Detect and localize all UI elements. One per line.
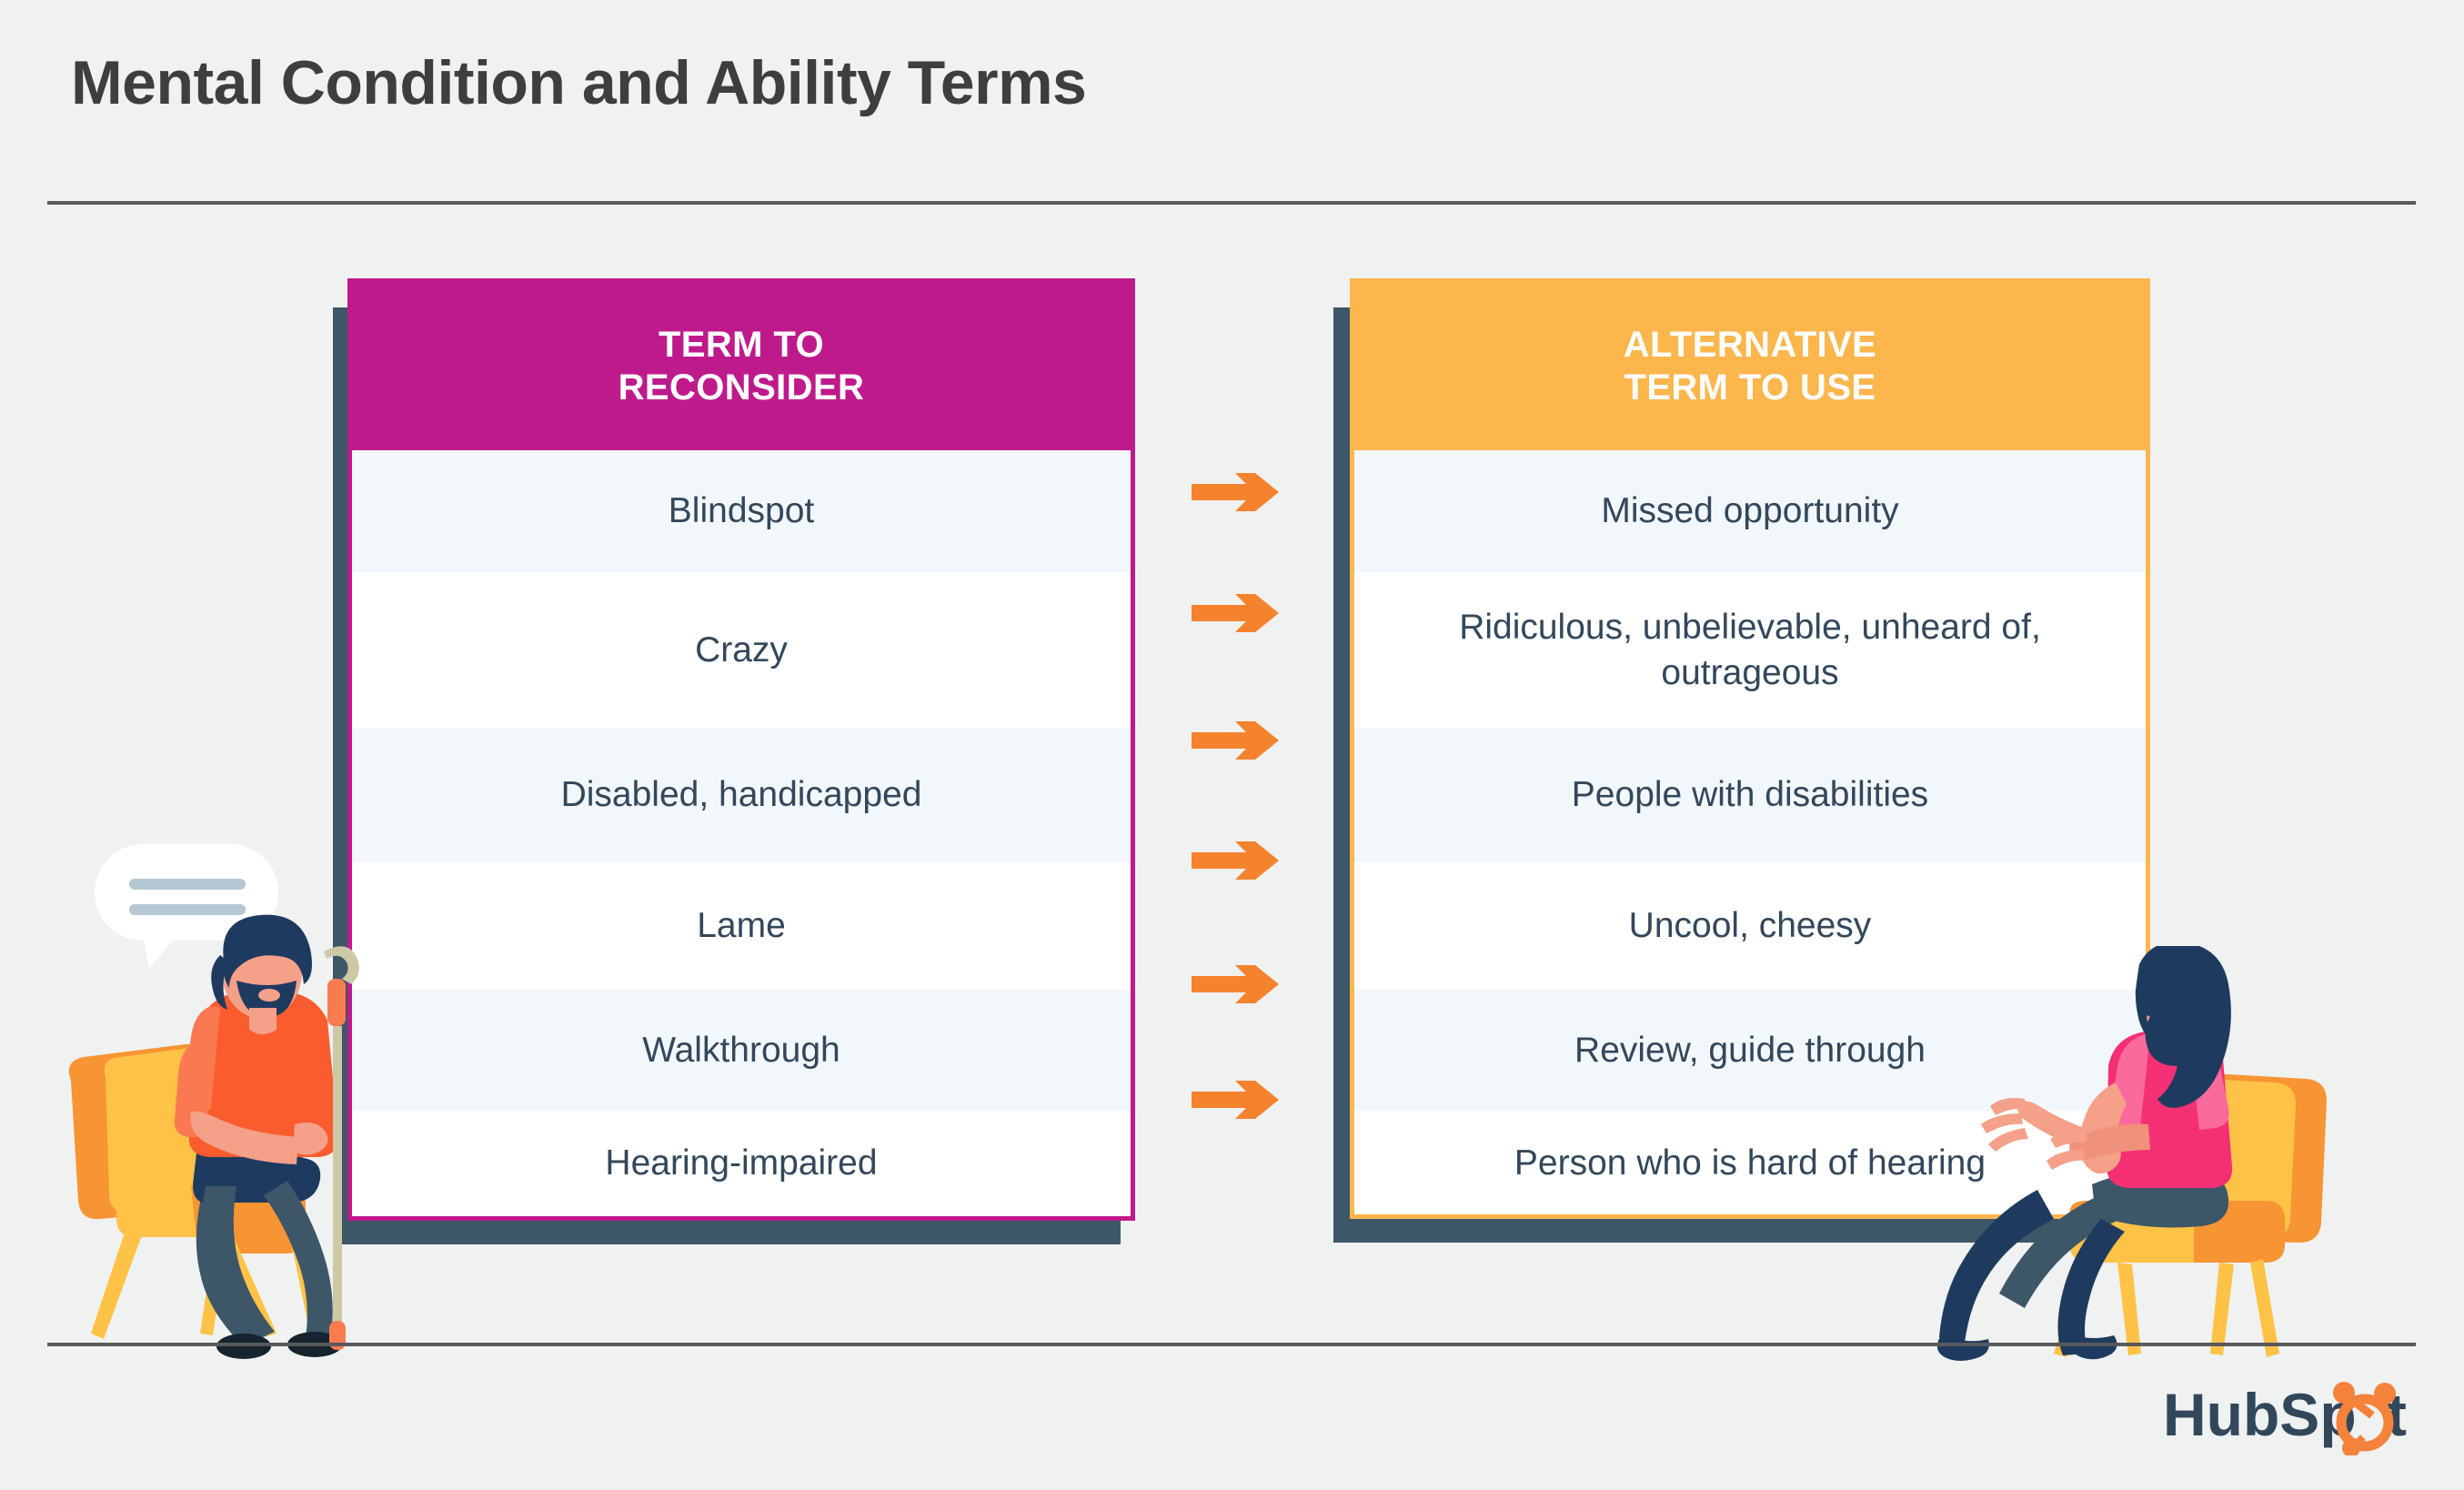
- table-row: Hearing-impaired: [352, 1111, 1131, 1216]
- left-column-rows: Blindspot Crazy Disabled, handicapped La…: [352, 450, 1131, 1216]
- arrow-right-icon: [1192, 840, 1292, 881]
- right-header-line1: ALTERNATIVE: [1623, 324, 1877, 365]
- arrow-right-icon: [1192, 720, 1292, 761]
- right-header-line2: TERM TO USE: [1624, 367, 1876, 408]
- table-row: People with disabilities: [1354, 728, 2146, 862]
- illustration-seated-woman-signing: [1936, 941, 2365, 1364]
- left-header-line1: TERM TO: [658, 324, 825, 365]
- table-row: Ridiculous, unbelievable, unheard of, ou…: [1354, 572, 2146, 728]
- left-column-header: TERM TO RECONSIDER: [352, 283, 1131, 450]
- table-row: Disabled, handicapped: [352, 728, 1131, 862]
- table-row: Missed opportunity: [1354, 450, 2146, 572]
- arrow-right-icon: [1192, 471, 1292, 513]
- illustration-seated-man-with-cane: [55, 819, 473, 1364]
- right-column-rows: Missed opportunity Ridiculous, unbelieva…: [1354, 450, 2146, 1214]
- speech-bubble-icon: [95, 844, 291, 972]
- table-row: Blindspot: [352, 450, 1131, 572]
- table-row: Lame: [352, 862, 1131, 990]
- title-divider: [47, 201, 2416, 205]
- right-column-header: ALTERNATIVE TERM TO USE: [1354, 283, 2146, 450]
- logo-text-hubsp: HubSp: [2163, 1381, 2357, 1448]
- ground-divider: [47, 1343, 2416, 1346]
- hubspot-logo: HubSp t: [2163, 1379, 2436, 1457]
- arrow-right-icon: [1192, 1079, 1292, 1121]
- table-row: Uncool, cheesy: [1354, 862, 2146, 990]
- table-row: Review, guide through: [1354, 990, 2146, 1111]
- alternative-term-card: ALTERNATIVE TERM TO USE Missed opportuni…: [1350, 278, 2150, 1219]
- arrow-right-icon: [1192, 963, 1292, 1005]
- table-row: Walkthrough: [352, 990, 1131, 1111]
- left-header-line2: RECONSIDER: [618, 367, 865, 408]
- arrow-right-icon: [1192, 592, 1292, 634]
- table-row: Crazy: [352, 572, 1131, 728]
- arrow-column: [1182, 278, 1328, 1224]
- page-title: Mental Condition and Ability Terms: [71, 48, 1087, 117]
- term-to-reconsider-card: TERM TO RECONSIDER Blindspot Crazy Disab…: [347, 278, 1135, 1221]
- hubspot-sprocket-icon: [2333, 1382, 2396, 1457]
- table-row: Person who is hard of hearing: [1354, 1111, 2146, 1214]
